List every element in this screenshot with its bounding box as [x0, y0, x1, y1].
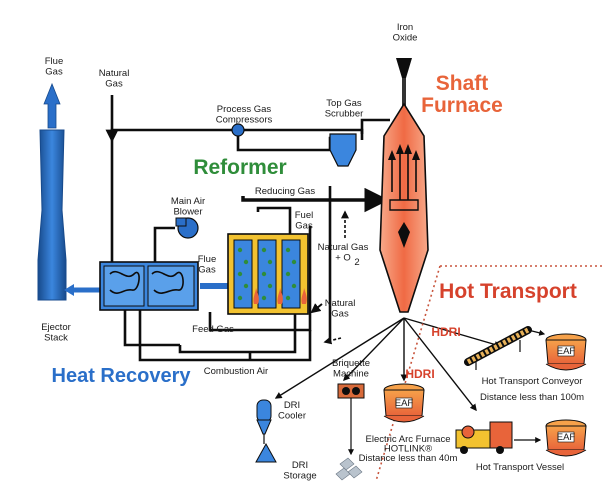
shaft-furnace: [379, 58, 429, 313]
main-air-blower: [175, 217, 199, 239]
eaf-label-1: EAF: [395, 398, 414, 409]
eaf-conveyor: [545, 333, 587, 371]
briquette-machine: [335, 383, 365, 481]
vessel-caption: Hot Transport Vessel: [476, 462, 564, 473]
eaf-label-3: EAF: [557, 432, 576, 443]
reformer-title: Reformer: [193, 156, 286, 179]
hdri-label-1: HDRI: [431, 325, 460, 339]
reducing-gas-label: Reducing Gas: [255, 186, 315, 197]
ejector-stack: [37, 82, 67, 301]
hdri-label-2: HDRI: [405, 367, 434, 381]
hot-transport-title: Hot Transport: [439, 280, 577, 303]
process-gas-compressor: [231, 123, 245, 137]
eaf-label-2: EAF: [557, 346, 576, 357]
hot-transport-boundary: [375, 265, 604, 481]
top-gas-scrubber: [329, 133, 357, 167]
o2-subscript: 2: [354, 257, 359, 268]
product-lines: [274, 317, 502, 412]
combustion-air-label: Combustion Air: [204, 366, 268, 377]
hot-transport-conveyor: [464, 326, 546, 370]
heat-recovery-unit: [99, 261, 232, 311]
conveyor-distance: Distance less than 100m: [480, 392, 584, 403]
eaf-hotlink: [383, 383, 425, 423]
natural-gas-right-arrow: [323, 336, 342, 345]
reformer-unit: [227, 233, 309, 315]
dri-cooler: [255, 399, 277, 463]
natural-gas-o2-label: Natural Gas+ O: [318, 242, 369, 264]
hot-transport-vessel: [455, 421, 542, 454]
conveyor-caption: Hot Transport Conveyor: [482, 376, 583, 387]
heat-recovery-title: Heat Recovery: [52, 365, 192, 387]
feed-gas-label: Feed Gas: [192, 324, 234, 335]
piping: [105, 95, 390, 362]
eaf-vessel: [545, 419, 587, 457]
